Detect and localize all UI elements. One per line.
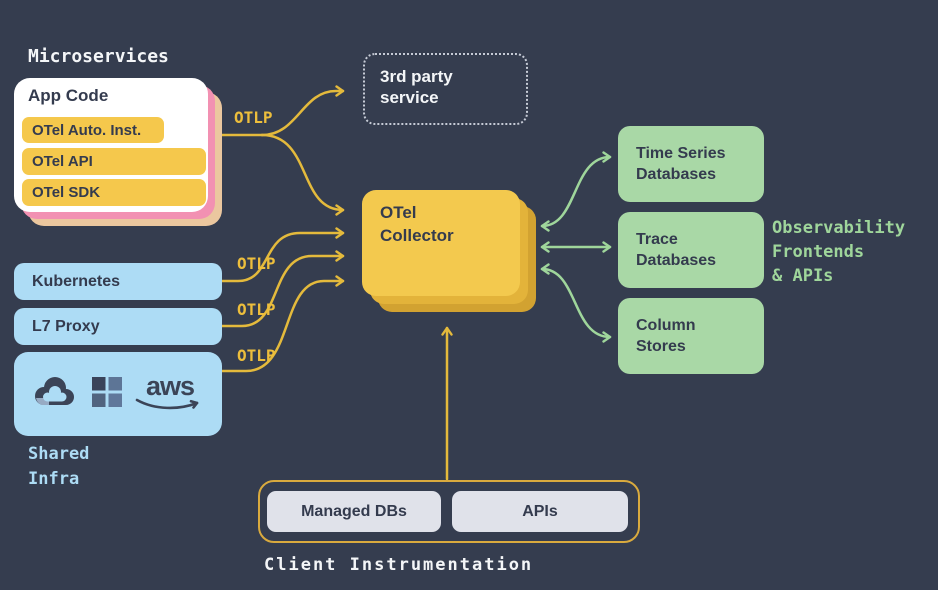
apis-box: APIs [452,491,628,532]
otlp-label-l7-proxy: OTLP [237,300,276,319]
otel-collector-label: OTel Collector [380,203,454,245]
aws-icon: aws [135,371,205,412]
otlp-label-kubernetes: OTLP [237,254,276,273]
wire-collector-timeseries [540,151,612,232]
aws-logo-text: aws [145,371,195,401]
aws-smile-swoosh [135,398,199,410]
observability-frontends-label: Observability Frontends & APIs [772,218,906,286]
app-code-label: App Code [28,86,109,105]
shared-infra-label: Shared Infra [28,444,90,489]
microservices-label: Microservices [28,46,169,67]
google-cloud-icon [31,374,79,415]
trace-databases-box: Trace Databases [618,212,764,288]
otel-collector-box [362,190,520,296]
wire-collector-column [540,263,612,343]
otlp-label-microservices: OTLP [234,108,273,127]
otlp-label-shared-infra: OTLP [237,346,276,365]
otel-sdk-pill: OTel SDK [22,179,206,206]
client-instrumentation-frame [258,480,640,543]
third-party-service-box [363,53,528,125]
time-series-databases-label: Time Series Databases [636,145,726,183]
time-series-databases-box: Time Series Databases [618,126,764,202]
column-stores-label: Column Stores [636,317,696,355]
column-stores-box: Column Stores [618,298,764,374]
client-instrumentation-label: Client Instrumentation [264,555,534,575]
l7-proxy-box: L7 Proxy [14,308,222,345]
wire-otlp-to-third-party [260,85,345,137]
microsoft-icon [92,376,122,412]
third-party-service-label: 3rd party service [380,67,453,107]
otel-auto-inst-pill: OTel Auto. Inst. [22,117,164,143]
managed-dbs-box: Managed DBs [267,491,441,532]
wire-otlp-to-collector [260,133,345,216]
otel-api-pill: OTel API [22,148,206,175]
kubernetes-box: Kubernetes [14,263,222,300]
shared-infra-box: aws [14,352,222,436]
trace-databases-label: Trace Databases [636,231,717,269]
